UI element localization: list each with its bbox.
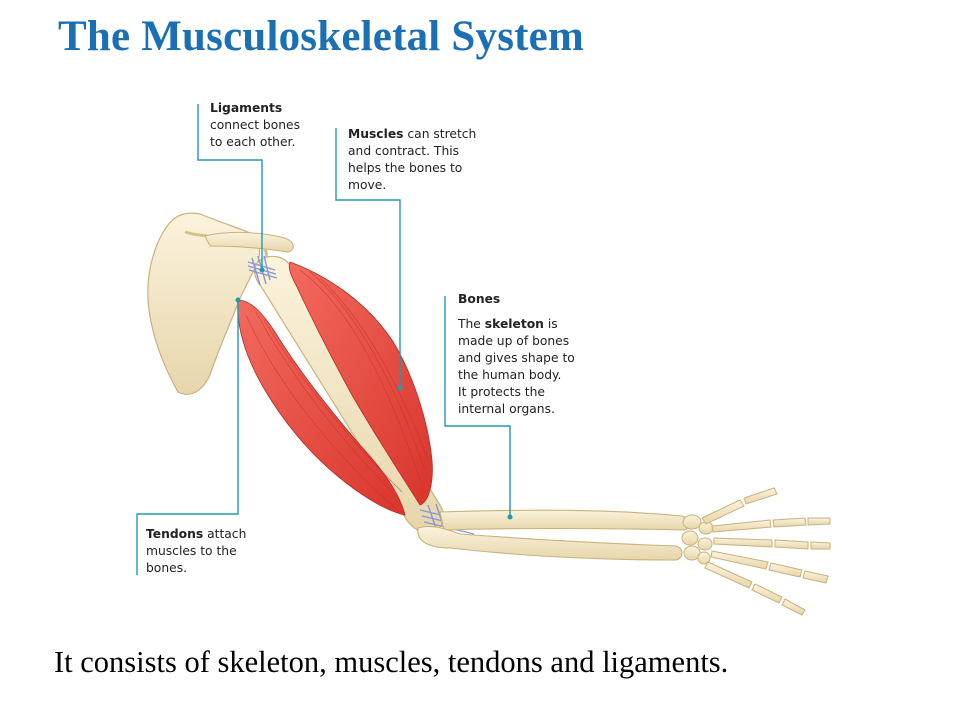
muscles-line: and contract. This xyxy=(348,144,460,158)
skeleton-bold: skeleton xyxy=(484,317,544,331)
tendons-line: attach xyxy=(203,527,247,541)
muscles-line: can stretch xyxy=(403,127,477,141)
ligaments-line: connect bones xyxy=(210,118,301,132)
biceps-fibers xyxy=(299,269,429,481)
radius-bone xyxy=(439,509,690,531)
ligaments-leader xyxy=(197,104,263,270)
bones-line: is xyxy=(543,317,558,331)
bones-line: made up of bones xyxy=(458,334,570,348)
ligaments-label: Ligaments connect bones to each other. xyxy=(210,100,300,151)
muscles-heading: Muscles xyxy=(348,127,404,141)
tendons-line: bones. xyxy=(146,561,188,575)
muscles-line: move. xyxy=(348,178,387,192)
label-leader-lines xyxy=(136,104,511,575)
bones-label: Bones The skeleton is made up of bones a… xyxy=(458,291,575,418)
bones-line: and gives shape to xyxy=(458,351,575,365)
leader-end-dots xyxy=(235,267,513,520)
bones-line: The xyxy=(458,317,485,331)
hand-phalanges xyxy=(701,487,831,616)
tendons-label: Tendons attach muscles to the bones. xyxy=(146,526,246,577)
scapula-bone xyxy=(147,212,261,395)
bones-line: It protects the xyxy=(458,385,545,399)
bones-heading: Bones xyxy=(458,292,501,306)
triceps-fibers xyxy=(245,311,403,509)
muscles-line: helps the bones to xyxy=(348,161,463,175)
clavicle-bone xyxy=(204,231,294,253)
ligaments-heading: Ligaments xyxy=(210,101,283,115)
tendons-leader xyxy=(136,300,239,575)
muscles-leader xyxy=(335,128,401,388)
ligaments-line: to each other. xyxy=(210,135,296,149)
biceps-muscle xyxy=(288,261,433,506)
slide-title: The Musculoskeletal System xyxy=(58,13,584,60)
tendons-heading: Tendons xyxy=(146,527,204,541)
bones-line: the human body. xyxy=(458,368,562,382)
tendons-line: muscles to the xyxy=(146,544,237,558)
ulna-bone xyxy=(417,525,683,561)
carpal-bones xyxy=(681,514,714,565)
muscles-label: Muscles can stretch and contract. This h… xyxy=(348,126,476,194)
bones-line: internal organs. xyxy=(458,402,555,416)
bones-leader xyxy=(444,296,511,517)
slide-caption: It consists of skeleton, muscles, tendon… xyxy=(54,645,729,679)
